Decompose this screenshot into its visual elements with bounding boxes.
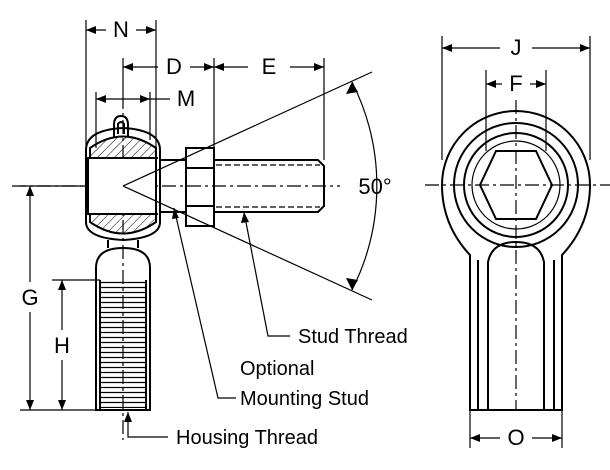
front-housing-outline [440, 110, 592, 411]
stud-shaft [214, 159, 325, 213]
optional-label: Optional [240, 358, 315, 380]
dim-label-m: M [177, 86, 195, 111]
mounting-stud-leader [173, 207, 236, 399]
housing-thread-label: Housing Thread [176, 427, 318, 449]
housing-thread-lines [100, 280, 146, 408]
dim-label-f: F [509, 71, 522, 96]
stud-thread-label: Stud Thread [298, 326, 408, 348]
housing-neck [107, 240, 139, 248]
housing-shank [95, 246, 151, 411]
dim-label-o: O [507, 425, 524, 450]
dim-label-j: J [511, 35, 522, 60]
housing-thread-leader [127, 412, 168, 438]
angle-label: 50° [358, 174, 391, 199]
angle-arc [351, 81, 378, 291]
dim-label-g: G [21, 285, 38, 310]
front-view: J F O [425, 35, 610, 450]
side-view: N D E M G H 50° Stud Thread Optional Mou… [12, 17, 408, 449]
dim-label-h: H [54, 333, 70, 358]
stud-hex [185, 147, 215, 227]
housing-head [85, 126, 161, 242]
angle-line-upper [122, 71, 373, 187]
dim-label-n: N [113, 17, 129, 42]
stud-thread-leader [243, 211, 290, 337]
ball-section [86, 135, 158, 235]
angle-line-lower [122, 185, 373, 301]
dim-label-d: D [166, 54, 182, 79]
mounting-stud-label: Mounting Stud [240, 388, 369, 410]
front-shank-inner [487, 240, 545, 410]
lube-fitting [113, 114, 129, 137]
dim-label-e: E [262, 54, 277, 79]
